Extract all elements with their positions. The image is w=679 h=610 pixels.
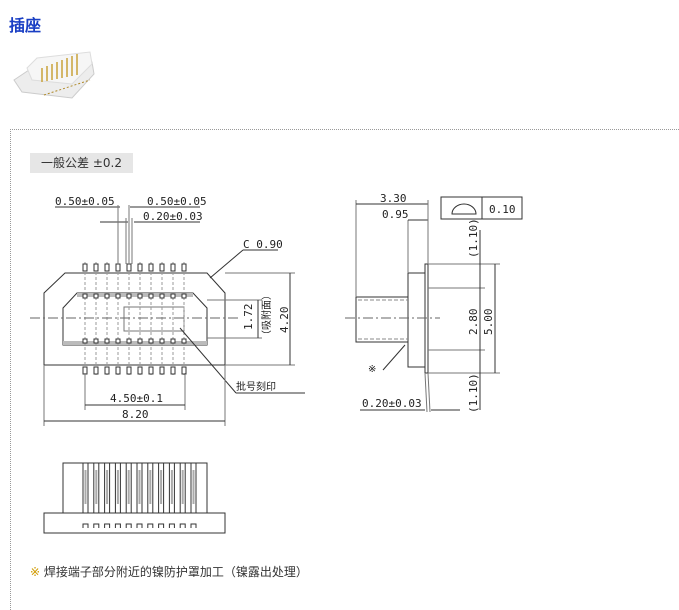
contact-pad [148, 338, 154, 344]
dim-inner: 2.80 [467, 309, 480, 336]
contact-pad [170, 338, 176, 344]
pin-top [181, 263, 187, 272]
pin-bottom [115, 366, 121, 375]
contact-pad [104, 338, 110, 344]
contact-pad [104, 293, 110, 299]
bottom-view [43, 462, 226, 534]
general-tolerance: 一般公差 ±0.2 [30, 153, 133, 173]
pin-bottom [82, 366, 88, 375]
inner-ledge-top [77, 293, 193, 297]
pin-top [126, 263, 132, 272]
terminal [95, 470, 98, 504]
inner-ledge-bottom [63, 341, 207, 345]
drawing-frame [10, 129, 679, 610]
contact-pad [137, 338, 143, 344]
pin-bottom [137, 366, 143, 375]
contact-pad [115, 338, 121, 344]
pin-bottom [181, 366, 187, 375]
terminal [181, 470, 184, 504]
pin-bottom [170, 366, 176, 375]
dim-chamfer: C 0.90 [243, 238, 283, 251]
contact-pad [93, 338, 99, 344]
contact-pad [181, 293, 187, 299]
bottom-notch [179, 523, 186, 528]
lot-marking-label: 批号刻印 [236, 380, 276, 393]
bottom-notch [82, 523, 89, 528]
terminal [192, 470, 195, 504]
dim-height: 4.20 [278, 307, 291, 334]
contact-pad [93, 293, 99, 299]
pin-top [115, 263, 121, 272]
flatness-value: 0.10 [489, 203, 516, 216]
terminal [106, 470, 109, 504]
bottom-notch [125, 523, 132, 528]
nickel-mark: ※ [368, 364, 376, 375]
bottom-notch [114, 523, 121, 528]
pin-top [93, 263, 99, 272]
pin-top [148, 263, 154, 272]
contact-pad [126, 338, 132, 344]
dim-width: 8.20 [122, 408, 149, 421]
bottom-notch [158, 523, 165, 528]
terminal [149, 470, 152, 504]
note-text: 焊接端子部分附近的镍防护罩加工（镍露出处理） [43, 565, 308, 579]
dim-side-height: 5.00 [482, 309, 495, 336]
pin-bottom [126, 366, 132, 375]
bottom-notch [136, 523, 143, 528]
contact-pad [148, 293, 154, 299]
bottom-notch [93, 523, 100, 528]
contact-pad [82, 293, 88, 299]
side-view [345, 196, 523, 413]
dim-pitch-right: 0.50±0.05 [147, 195, 207, 208]
contact-pad [181, 338, 187, 344]
dim-pin-width: 0.20±0.03 [143, 210, 203, 223]
bottom-notch [168, 523, 175, 528]
dim-pin-thickness: 0.20±0.03 [362, 397, 422, 410]
contact-pad [115, 293, 121, 299]
page-title: 插座 [9, 16, 42, 35]
pin-bottom [104, 366, 110, 375]
note-mark: ※ [30, 565, 41, 579]
dim-depth: 3.30 [380, 192, 407, 205]
contact-pad [170, 293, 176, 299]
pin-top [137, 263, 143, 272]
terminal [127, 470, 130, 504]
contact-pad [82, 338, 88, 344]
contact-pad [159, 338, 165, 344]
terminal [170, 470, 173, 504]
terminal [116, 470, 119, 504]
bottom-notch [190, 523, 197, 528]
contact-pad [159, 293, 165, 299]
pin-top [159, 263, 165, 272]
bottom-notch [147, 523, 154, 528]
dim-pitch-left: 0.50±0.05 [55, 195, 115, 208]
contact-pad [137, 293, 143, 299]
pin-top [82, 263, 88, 272]
pin-bottom [93, 366, 99, 375]
dim-top-gap: (1.10) [467, 218, 480, 258]
contact-pad [126, 293, 132, 299]
pin-top [104, 263, 110, 272]
front-view [30, 205, 305, 426]
terminal [84, 470, 87, 504]
terminal [138, 470, 141, 504]
connector-photo [13, 51, 95, 99]
dim-suction-height: 1.72 [242, 304, 255, 331]
suction-label: （吸附面） [260, 290, 273, 340]
pin-bottom [148, 366, 154, 375]
terminal [160, 470, 163, 504]
bottom-notch [104, 523, 111, 528]
pin-top [170, 263, 176, 272]
footnote: ※ 焊接端子部分附近的镍防护罩加工（镍露出处理） [30, 563, 308, 580]
dim-bottom-gap: (1.10) [467, 373, 480, 413]
dim-flange: 0.95 [382, 208, 409, 221]
dim-pin-span: 4.50±0.1 [110, 392, 163, 405]
pin-bottom [159, 366, 165, 375]
